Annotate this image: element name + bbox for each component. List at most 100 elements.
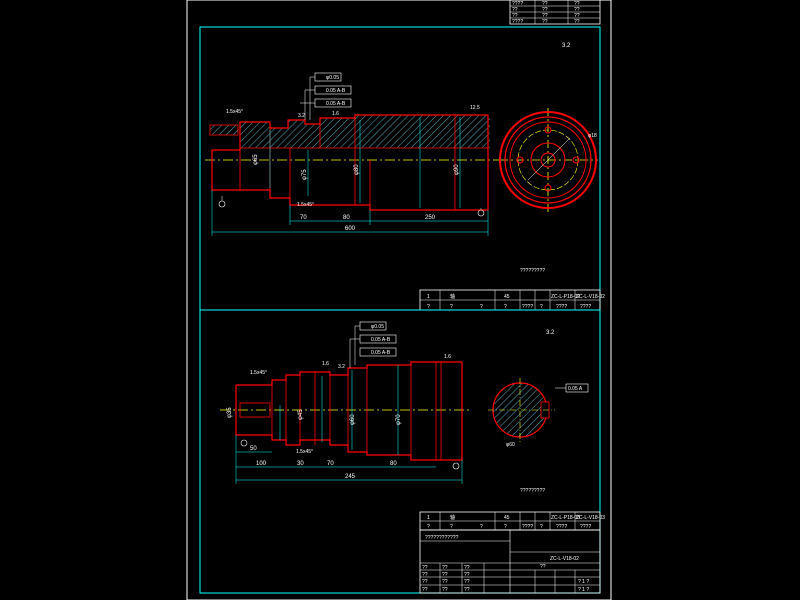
dim-b: 80 xyxy=(343,215,350,221)
corner-cell: ?? xyxy=(574,19,580,25)
bs-cell: ? xyxy=(427,524,430,530)
rough-1: 3.2 xyxy=(298,113,305,119)
dim-c: 70 xyxy=(327,461,334,467)
scale-label: ?? xyxy=(540,564,546,570)
top-shaft-view: 600 70 80 250 φ65 φ75 φ80 φ90 φ0.05 0.05… xyxy=(205,43,571,274)
bs-cell: ZC-L-V18-03 xyxy=(576,515,605,521)
tol-3: 0.05 A-B xyxy=(326,101,346,107)
tb-cell: ?? xyxy=(442,565,448,571)
ts-cell: 1 xyxy=(427,294,430,300)
bottom-frame xyxy=(199,309,601,594)
tb-cell: ?? xyxy=(464,587,470,593)
tb-cell: ?? xyxy=(464,579,470,585)
corner-block: ???? ?? ?? ?? ?? ?? ?? ?? ?? ???? ?? ?? xyxy=(509,0,601,25)
corner-cell: ?? xyxy=(542,13,548,19)
ts-cell: ? xyxy=(480,304,483,310)
sheet-border xyxy=(186,0,612,600)
tb-cell: ?? xyxy=(442,587,448,593)
dim-total: 600 xyxy=(345,226,356,232)
sheet-number: ? 1 ? xyxy=(578,579,589,585)
dia-2: φ75 xyxy=(302,169,308,180)
dia-4: φ70 xyxy=(396,414,402,425)
ts-cell: ? xyxy=(504,304,507,310)
tol-2: 0.05 A-B xyxy=(326,88,346,94)
tb-cell: ?? xyxy=(422,565,428,571)
dia-1: φ35 xyxy=(227,407,233,418)
bs-cell: ZC-L-P18-03 xyxy=(551,515,580,521)
corner-cell: ???? xyxy=(512,19,523,25)
dim-e: 50 xyxy=(250,446,257,452)
bottom-shaft-view: 245 100 30 70 80 50 φ35 φ45 φ60 φ70 φ0.0… xyxy=(220,321,555,484)
dim-total: 245 xyxy=(345,474,356,480)
bs-cell: 45 xyxy=(504,515,510,521)
chamfer-2: 1.5x45° xyxy=(296,449,313,455)
tb-cell: ?? xyxy=(422,579,428,585)
corner-cell: ?? xyxy=(512,7,518,13)
chamfer-1: 1.5x45° xyxy=(226,109,243,115)
dim-b: 30 xyxy=(297,461,304,467)
corner-cell: ???? xyxy=(512,1,523,7)
corner-cell: ?? xyxy=(574,1,580,7)
tb-cell: ?? xyxy=(464,565,470,571)
ts-cell: ???? xyxy=(580,304,591,310)
corner-cell: ?? xyxy=(574,13,580,19)
dim-a: 100 xyxy=(256,461,267,467)
dia-1: φ65 xyxy=(253,154,259,165)
bs-cell: ? xyxy=(540,524,543,530)
tol-2: 0.05 A-B xyxy=(371,337,391,343)
bs-cell: ???? xyxy=(556,524,567,530)
pages-count: ? 1 ? xyxy=(578,587,589,593)
tol-1: φ0.05 xyxy=(371,324,384,330)
dim-d: 80 xyxy=(390,461,397,467)
corner-cell: ?? xyxy=(542,1,548,7)
tol-1: φ0.05 xyxy=(326,75,339,81)
roughness-note: 3.2 xyxy=(562,43,571,49)
ts-cell: ? xyxy=(450,304,453,310)
corner-cell: ?? xyxy=(512,13,518,19)
bs-cell: 1 xyxy=(427,515,430,521)
chamfer-1: 1.5x45° xyxy=(250,370,267,376)
ts-cell: ? xyxy=(540,304,543,310)
corner-cell: ?? xyxy=(542,19,548,25)
dia-4: φ90 xyxy=(454,164,460,175)
corner-cell: ?? xyxy=(574,7,580,13)
drawing-code: ZC-L-V18-02 xyxy=(550,556,579,562)
bs-cell: ? xyxy=(480,524,483,530)
ts-cell: ? xyxy=(427,304,430,310)
dia-3: φ80 xyxy=(354,164,360,175)
bottom-title-strip: 1 轴 45 ZC-L-P18-03 ZC-L-V18-03 ? ? ? ? ?… xyxy=(419,511,605,531)
bs-cell: ? xyxy=(450,524,453,530)
rough-2: 3.2 xyxy=(338,364,345,370)
dim-a: 70 xyxy=(300,215,307,221)
tol-3: 0.05 A-B xyxy=(371,350,391,356)
rough-3: 1.6 xyxy=(444,354,451,360)
corner-cell: ?? xyxy=(542,7,548,13)
dia-3: φ60 xyxy=(350,414,356,425)
title-text: ???????????? xyxy=(425,535,459,541)
bottom-section-view: 0.05 A φ60 ????????? xyxy=(488,378,589,494)
bs-cell: 轴 xyxy=(450,514,455,521)
bottom-view-note: ????????? xyxy=(520,488,545,494)
ts-cell: ???? xyxy=(522,304,533,310)
bs-cell: ???? xyxy=(522,524,533,530)
top-view-note: ????????? xyxy=(520,268,545,274)
main-title-block: ???????????? ZC-L-V18-02 ?? ? 1 ? ? 1 ? … xyxy=(419,529,601,594)
bs-cell: ???? xyxy=(580,524,591,530)
ts-cell: ZC-L-P18-02 xyxy=(551,294,580,300)
key-note: 0.05 A xyxy=(568,386,583,392)
roughness-note: 3.2 xyxy=(546,330,555,336)
dia-2: φ45 xyxy=(298,409,304,420)
ts-cell: ???? xyxy=(556,304,567,310)
flange-dia: φ18 xyxy=(588,133,597,139)
tb-cell: ?? xyxy=(464,572,470,578)
bs-cell: ? xyxy=(504,524,507,530)
rough-1: 1.6 xyxy=(322,361,329,367)
dim-c: 250 xyxy=(425,215,436,221)
top-end-view: φ18 xyxy=(499,108,598,213)
tb-cell: ?? xyxy=(442,579,448,585)
chamfer-2: 1.5x45° xyxy=(297,202,314,208)
tb-cell: ?? xyxy=(422,572,428,578)
ts-cell: ZC-L-V18-02 xyxy=(576,294,605,300)
ts-cell: 45 xyxy=(504,294,510,300)
